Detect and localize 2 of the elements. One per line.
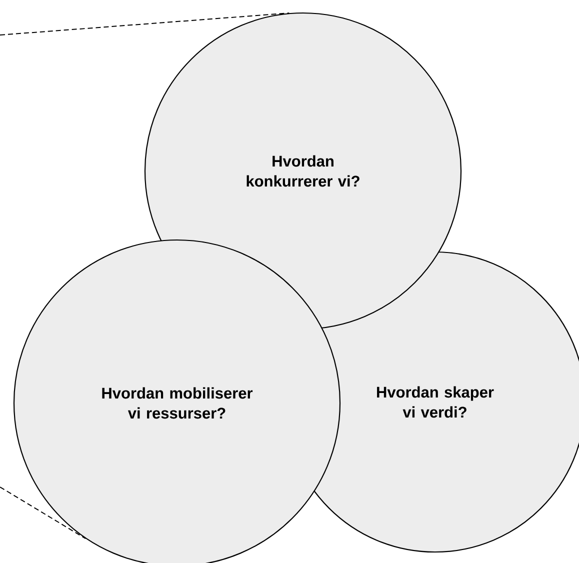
- dashed-line: [0, 12, 290, 36]
- dashed-line: [0, 486, 86, 540]
